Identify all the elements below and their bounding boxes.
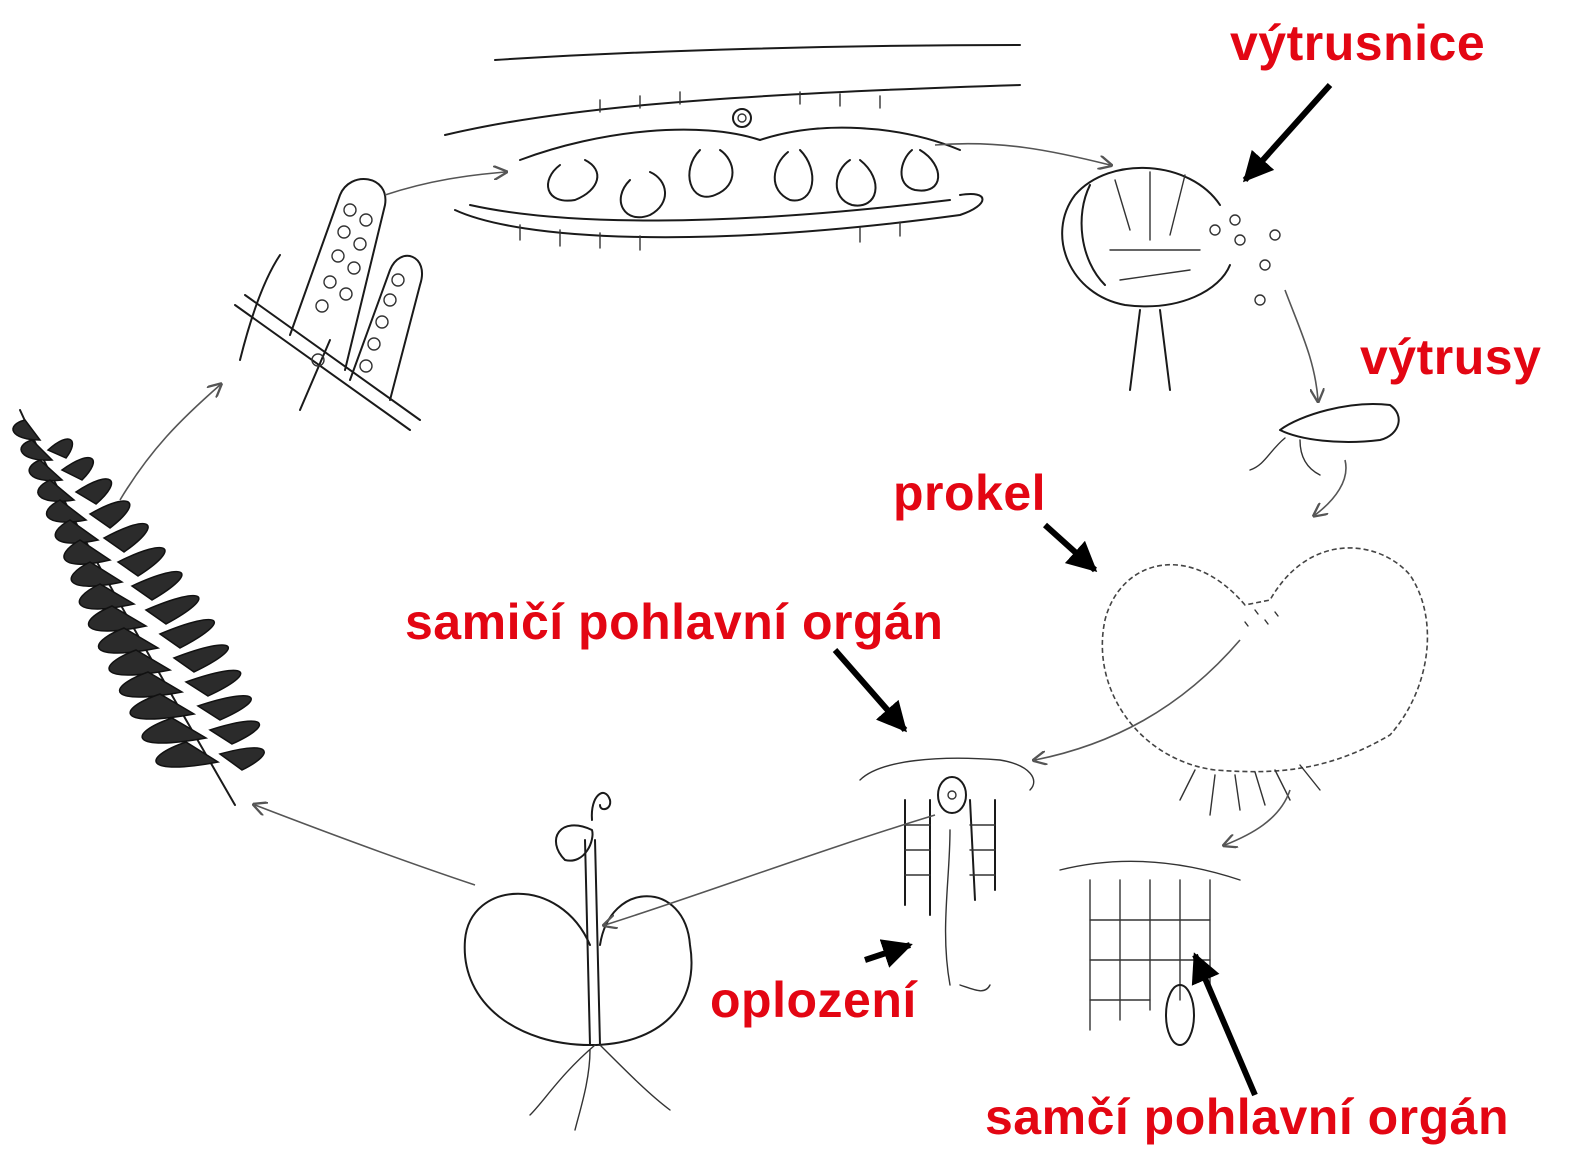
cycle-flow-arrows bbox=[120, 144, 1346, 925]
label-spores: výtrusy bbox=[1360, 332, 1541, 382]
germinating-spore-illustration bbox=[1250, 404, 1399, 475]
sporangium-illustration bbox=[1062, 168, 1280, 390]
young-sporophyte-illustration bbox=[465, 793, 692, 1130]
label-prothallus: prokel bbox=[893, 468, 1046, 518]
antheridium-illustration bbox=[1060, 861, 1240, 1045]
label-fertilization: oplození bbox=[710, 975, 917, 1025]
label-male-organ: samčí pohlavní orgán bbox=[985, 1092, 1509, 1142]
label-female-organ: samičí pohlavní orgán bbox=[405, 597, 943, 647]
sorus-cross-section-illustration bbox=[445, 45, 1020, 250]
label-sporangium: výtrusnice bbox=[1230, 18, 1485, 68]
prothallus-illustration bbox=[1102, 548, 1427, 815]
fern-frond-illustration bbox=[13, 410, 264, 805]
pinna-closeup-illustration bbox=[235, 179, 422, 430]
